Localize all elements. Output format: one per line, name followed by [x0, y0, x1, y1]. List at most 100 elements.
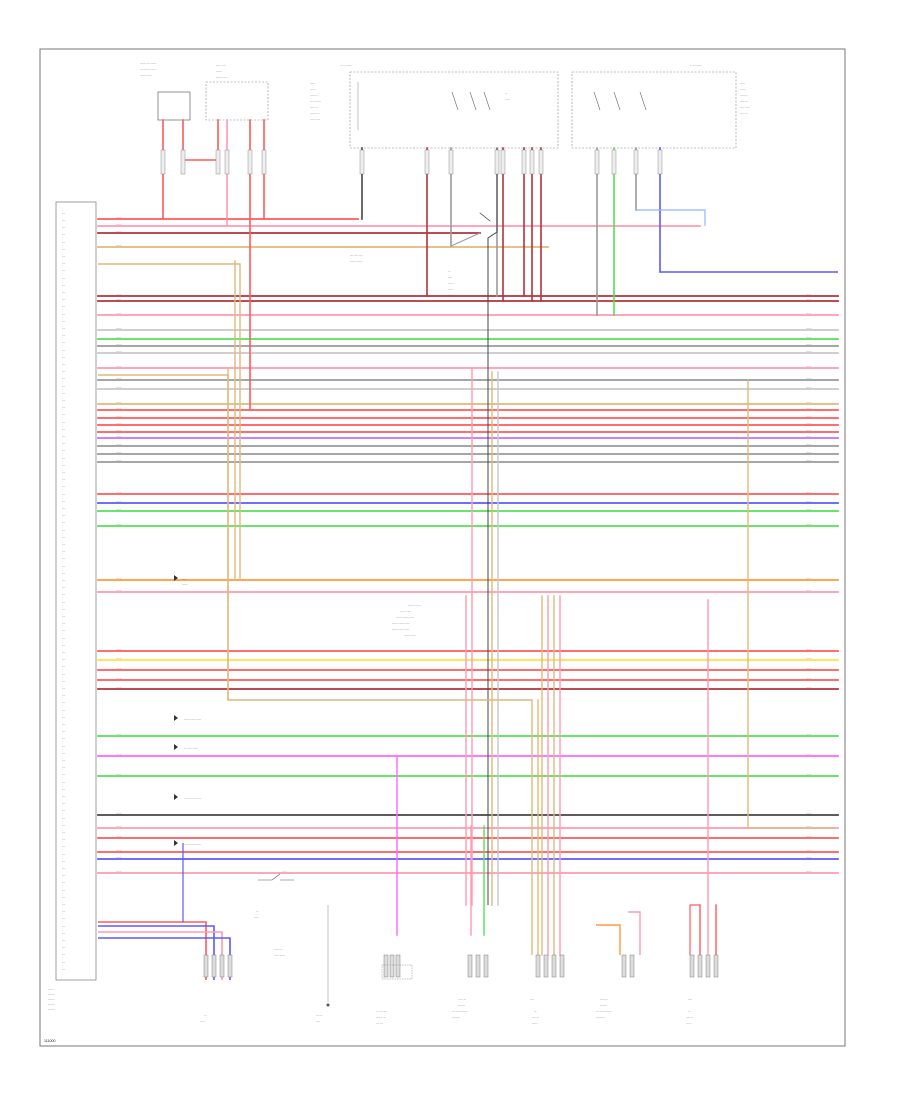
ecm-pin-label: ----: [62, 471, 65, 474]
svg-text:---: ---: [204, 1014, 207, 1017]
ecm-pin-label: ----: [62, 536, 65, 539]
ecm-pin-label: ----: [62, 651, 65, 654]
bus-wire-label-left: -------: [116, 422, 122, 425]
ecm-pin-label: ----: [62, 284, 65, 287]
connector-pin: [697, 954, 703, 978]
bus-wire-label-right: -------: [806, 648, 812, 651]
connector-pin: [389, 954, 395, 978]
connector-pin: [713, 954, 719, 978]
sense-wire: [487, 148, 498, 905]
relay-box-left: --- -- -------- ------ ------- ------- -…: [310, 64, 559, 149]
bus-wire-label-right: -------: [806, 386, 812, 389]
svg-text:------ ------- -------: ------ ------- -------: [184, 718, 201, 721]
connector-pin: [180, 149, 186, 175]
ecm-pin-label: ----: [62, 730, 65, 733]
bus-wire-label-left: -------: [116, 401, 122, 404]
connector-lower-1: --- ---- ----- -------- ---- ---- ----: [376, 964, 413, 1025]
ecm-pin-label: ----: [62, 932, 65, 935]
connector-pin: [705, 954, 711, 978]
svg-text:------: ------: [505, 98, 510, 101]
ecm-pin-label: ----: [62, 903, 65, 906]
ecm-pin-label: ----: [62, 270, 65, 273]
svg-text:------- ---: ------- ---: [274, 948, 283, 951]
ecm-pin-label: ----: [62, 327, 65, 330]
svg-text:---: ---: [534, 1010, 537, 1013]
bus-wire-label-left: -------: [116, 216, 122, 219]
relay-box-right: --- -- -------- ------ ------- ------- -…: [571, 64, 750, 149]
svg-text:------- ------: ------- ------: [216, 76, 227, 79]
svg-text:------- -------- -----: ------- -------- -----: [392, 622, 409, 625]
svg-text:--- -- --------: --- -- --------: [340, 64, 352, 67]
ecm-pin-label: ----: [62, 529, 65, 532]
ecm-pin-label: ----: [62, 925, 65, 928]
ecm-pin-label: ----: [62, 522, 65, 525]
drop-wire: [98, 374, 229, 700]
diagram-reference-id: 111000: [44, 1039, 55, 1043]
bus-wire-label-right: -------: [806, 686, 812, 689]
bus-wire-label-right: -------: [806, 773, 812, 776]
bus-wire-label-left: -------: [116, 443, 122, 446]
ecm-pin-label: ----: [62, 860, 65, 863]
connector-pin: [160, 149, 166, 175]
svg-text:------- --: ------- --: [740, 94, 748, 97]
ecm-pin-label: ----: [62, 874, 65, 877]
bus-wire-label-left: -------: [116, 350, 122, 353]
ecm-pin-label: ----: [62, 349, 65, 352]
bus-wire-label-left: -------: [116, 491, 122, 494]
connector-pin: [215, 149, 221, 175]
bus-wire-label-left: -------: [116, 298, 122, 301]
bus-wire-label-right: -------: [806, 407, 812, 410]
bus-wire-label-left: -------: [116, 312, 122, 315]
svg-text:-----: -----: [688, 998, 692, 1001]
bottom-wire: [98, 937, 231, 980]
ecm-pin-label: ----: [62, 586, 65, 589]
bus-wire-label-left: -------: [116, 429, 122, 432]
connector-pin: [383, 954, 389, 978]
connector-pin: [611, 149, 617, 175]
ecm-pin-label: ----: [62, 615, 65, 618]
bus-wire-label-left: -------: [116, 648, 122, 651]
bus-wire-label-right: -------: [806, 422, 812, 425]
ecm-pin-label: ----: [62, 644, 65, 647]
ecm-pin-label: ----: [62, 406, 65, 409]
bottom-wire: [98, 925, 215, 980]
bus-wire-label-left: -------: [116, 327, 122, 330]
svg-text:-------- -------: -------- -------: [350, 260, 363, 263]
connector-pin: [475, 954, 481, 978]
ecm-pin-label: ----: [62, 478, 65, 481]
bus-wire-label-right: -------: [806, 429, 812, 432]
ecm-pin-label: ----: [62, 694, 65, 697]
svg-text:-------: -------: [532, 1022, 538, 1025]
ecm-pin-label: ----: [62, 363, 65, 366]
feeder-wire: [450, 232, 481, 247]
connector-pin: [203, 954, 209, 978]
ecm-pin-label: ----: [62, 831, 65, 834]
connector-pin: [227, 954, 233, 978]
svg-text:---: ---: [688, 1010, 691, 1013]
svg-text:--------: --------: [48, 993, 55, 996]
svg-text:--- -- --------: --- -- --------: [690, 64, 702, 67]
svg-text:----------: ----------: [452, 1016, 460, 1019]
ecm-pin-label: ----: [62, 450, 65, 453]
bus-wire-label-left: -------: [116, 849, 122, 852]
svg-text:--- -------- --------: --- -------- --------: [140, 68, 157, 71]
svg-text:---- ----- -----: ---- ----- -----: [350, 254, 363, 257]
arrow-icon: [174, 840, 178, 846]
svg-text:------: ------: [310, 82, 315, 85]
ecm-pin-label: ----: [62, 939, 65, 942]
bus-wire-label-right: -------: [806, 500, 812, 503]
svg-text:----- ---: ----- ---: [532, 1016, 539, 1019]
ecm-pin-label: ----: [62, 565, 65, 568]
bus-wire-label-right: -------: [806, 415, 812, 418]
ecm-pin-label: ----: [62, 277, 65, 280]
svg-text:------ ---: ------ ---: [740, 100, 748, 103]
svg-text:-------: -------: [740, 88, 746, 91]
svg-text:------ -------: ------ -------: [274, 954, 285, 957]
bus-wire-label-left: -------: [116, 223, 122, 226]
ecm-pin-label: ----: [62, 673, 65, 676]
ecm-pin-label: ----: [62, 306, 65, 309]
bus-wire-label-right: -------: [806, 343, 812, 346]
ecm-pin-label: ----: [62, 399, 65, 402]
ecm-pin-label: ----: [62, 774, 65, 777]
svg-text:------- -------- ------: ------- -------- ------: [396, 616, 414, 619]
